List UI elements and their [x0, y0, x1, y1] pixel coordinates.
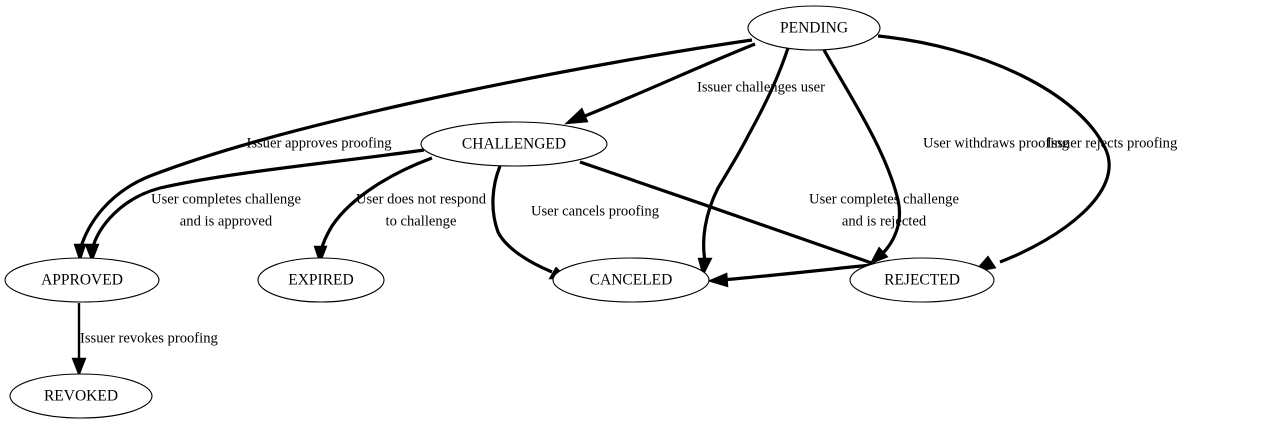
- node-pending[interactable]: PENDING: [747, 5, 881, 51]
- edge-pending-approved[interactable]: Issuer approves proofing: [73, 38, 753, 263]
- edge-challenged-rejected-path: [579, 160, 887, 270]
- edge-label-pending-rejected-reject: Issuer rejects proofing: [1047, 135, 1178, 151]
- node-expired-label: EXPIRED: [288, 272, 353, 289]
- node-canceled[interactable]: CANCELED: [552, 257, 710, 303]
- edge-challenged-expired-path: [319, 156, 433, 253]
- node-expired[interactable]: EXPIRED: [257, 257, 385, 303]
- edge-label-pending-canceled-line1: User completes challenge: [809, 191, 959, 207]
- edge-challenged-expired[interactable]: User does not respond to challenge: [313, 156, 487, 265]
- edge-pending-canceled-arrowhead: [697, 257, 713, 277]
- node-expired-ellipse: [257, 257, 385, 303]
- node-approved-ellipse: [4, 257, 160, 303]
- edge-approved-revoked-arrowhead: [71, 357, 87, 377]
- node-pending-ellipse: [747, 5, 881, 51]
- edge-rejectedside-canceled-arrowhead: [707, 272, 729, 288]
- node-revoked-label: REVOKED: [44, 388, 118, 405]
- edge-pending-approved-path: [78, 38, 753, 251]
- edge-label-approved-revoked: Issuer revokes proofing: [80, 330, 218, 346]
- node-revoked[interactable]: REVOKED: [9, 373, 153, 419]
- edge-label-challenged-approved-line2: and is approved: [180, 213, 273, 229]
- node-canceled-label: CANCELED: [590, 272, 673, 289]
- edge-challenged-approved[interactable]: User completes challenge and is approved: [84, 148, 425, 263]
- edge-pending-approved-arrowhead: [73, 243, 87, 263]
- edge-label-challenged-expired-line1: User does not respond: [356, 191, 487, 207]
- edge-label-pending-approved: Issuer approves proofing: [246, 135, 392, 151]
- edge-challenged-canceled-path: [491, 165, 553, 274]
- edge-label-pending-canceled-line2: and is rejected: [842, 213, 927, 229]
- node-approved-label: APPROVED: [41, 272, 123, 289]
- node-challenged-label: CHALLENGED: [462, 136, 566, 153]
- edge-pending-rejected-withdraw-path: [822, 49, 902, 258]
- edge-label-challenged-canceled: User cancels proofing: [531, 203, 660, 219]
- edge-label-pending-challenged: Issuer challenges user: [697, 79, 825, 95]
- edge-pending-rejected-withdraw-arrowhead: [869, 246, 889, 265]
- node-revoked-ellipse: [9, 373, 153, 419]
- edge-pending-canceled-path: [702, 47, 790, 267]
- node-rejected-label: REJECTED: [884, 272, 960, 289]
- edge-pending-canceled[interactable]: User completes challenge and is rejected: [697, 47, 959, 277]
- edge-challenged-approved-path: [90, 148, 425, 251]
- node-rejected-ellipse: [849, 257, 995, 303]
- node-challenged[interactable]: CHALLENGED: [420, 121, 608, 167]
- edge-pending-rejected-reject-path: [877, 34, 1111, 264]
- node-approved[interactable]: APPROVED: [4, 257, 160, 303]
- edge-pending-challenged[interactable]: Issuer challenges user: [564, 42, 825, 125]
- edge-label-challenged-approved-line1: User completes challenge: [151, 191, 301, 207]
- edge-approved-revoked[interactable]: Issuer revokes proofing: [71, 303, 218, 377]
- edge-challenged-expired-arrowhead: [313, 245, 328, 265]
- node-canceled-ellipse: [552, 257, 710, 303]
- node-pending-label: PENDING: [780, 20, 848, 37]
- edge-challenged-approved-arrowhead: [84, 243, 100, 263]
- edge-label-pending-rejected-withdraw: User withdraws proofing: [923, 135, 1070, 151]
- node-challenged-ellipse: [420, 121, 608, 167]
- edge-pending-challenged-path: [579, 42, 756, 120]
- edge-pending-challenged-arrowhead: [564, 107, 589, 125]
- edge-pending-rejected-withdraw[interactable]: User withdraws proofing: [822, 49, 1070, 265]
- edge-pending-rejected-reject[interactable]: Issuer rejects proofing: [877, 34, 1178, 273]
- edge-label-challenged-expired-line2: to challenge: [386, 213, 457, 229]
- node-rejected[interactable]: REJECTED: [849, 257, 995, 303]
